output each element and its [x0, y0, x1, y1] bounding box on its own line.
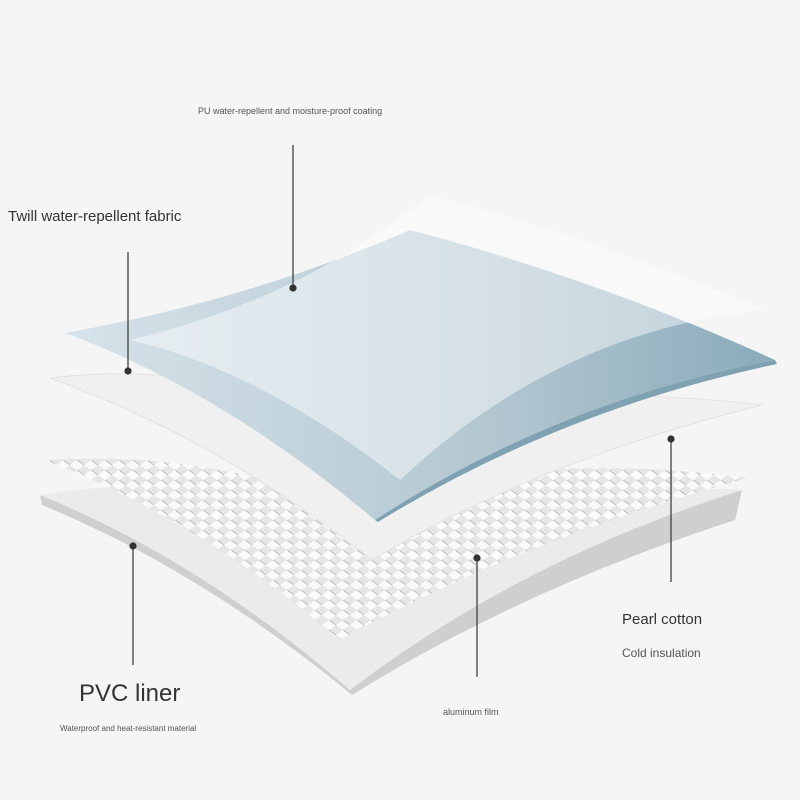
pearl-cotton-label: Pearl cotton	[622, 611, 703, 628]
callout-lines	[124, 145, 675, 677]
pearl-cotton-sublabel: Cold insulation	[622, 646, 701, 660]
twill-fabric-label: Twill water-repellent fabric	[8, 208, 182, 225]
pvc-liner-label: PVC liner	[79, 680, 181, 707]
aluminum-film-layer	[45, 458, 748, 640]
twill-fabric-layer	[65, 230, 775, 520]
pvc-liner-sublabel: Waterproof and heat-resistant material	[60, 724, 197, 733]
pu-coating-layer	[130, 195, 765, 480]
aluminum-film-label: aluminum film	[443, 707, 499, 717]
pu-coating-label: PU water-repellent and moisture-proof co…	[198, 106, 383, 116]
